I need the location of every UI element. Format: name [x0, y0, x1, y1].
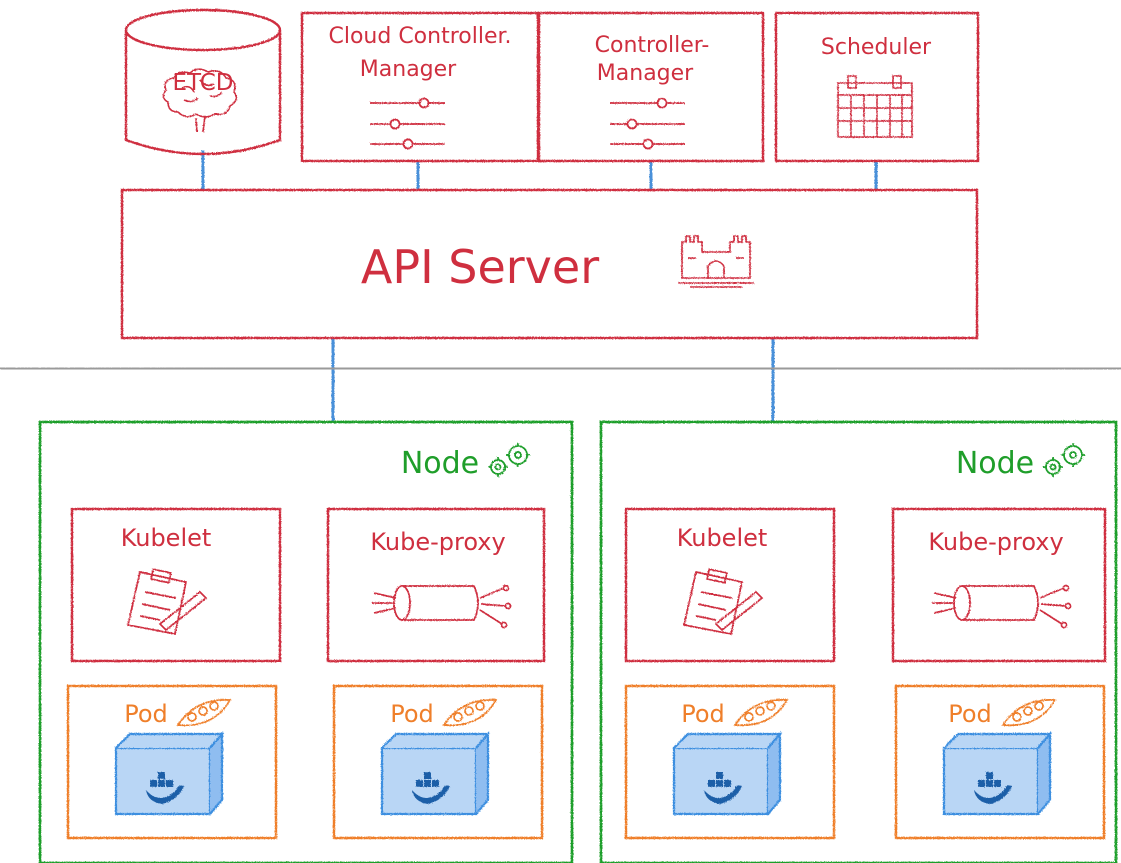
kubelet-label: Kubelet	[121, 524, 212, 552]
gears-icon	[488, 443, 530, 477]
controller-manager-box	[537, 11, 765, 163]
node-box	[599, 420, 1118, 863]
scheduler-box	[774, 11, 980, 163]
peapod-icon	[442, 699, 498, 727]
pod-label: Pod	[681, 700, 725, 728]
etcd-component	[124, 8, 282, 156]
kube-proxy-label: Kube-proxy	[370, 528, 505, 556]
pod: Pod	[624, 684, 836, 840]
etcd-label: ETCD	[172, 70, 233, 96]
node-label: Node	[956, 446, 1034, 481]
pod: Pod	[332, 684, 544, 840]
sliders-icon	[370, 97, 445, 150]
gears-icon	[1043, 443, 1085, 477]
clipboard-icon	[682, 568, 764, 635]
controller-manager-label-line1: Controller-	[595, 33, 710, 58]
peapod-icon	[176, 699, 232, 727]
brain-icon	[162, 68, 238, 133]
node-label: Node	[401, 446, 479, 481]
docker-container-icon	[380, 731, 491, 816]
pod-label: Pod	[948, 700, 992, 728]
clipboard-icon	[126, 568, 208, 635]
node-box	[38, 420, 574, 863]
network-divider	[0, 366, 1121, 371]
controller-manager-label-line2: Manager	[597, 61, 694, 86]
pod-box	[894, 684, 1106, 840]
kubelet-box	[624, 507, 836, 663]
docker-container-icon	[114, 731, 225, 816]
control-plane	[120, 8, 980, 340]
api-server-box	[120, 188, 979, 340]
kube-proxy-box	[891, 507, 1107, 663]
calendar-icon	[837, 75, 913, 138]
worker-node: Node Kubelet Kube-proxy	[599, 420, 1118, 863]
pod: Pod	[894, 684, 1106, 840]
kubelet-label: Kubelet	[677, 524, 768, 552]
kube-proxy-label: Kube-proxy	[928, 528, 1063, 556]
control-plane-labels: ETCD Cloud Controller. Manager Controlle…	[172, 24, 932, 294]
scheduler-label: Scheduler	[821, 35, 932, 60]
worker-node: Node Kubelet Kube-proxy	[38, 420, 574, 863]
cloud-controller-manager-label-line1: Cloud Controller.	[328, 24, 511, 49]
castle-icon	[678, 235, 754, 288]
sliders-icon	[610, 97, 685, 150]
connectors	[201, 150, 878, 422]
api-server-label: API Server	[361, 240, 599, 294]
pod-label: Pod	[124, 700, 168, 728]
peapod-icon	[733, 699, 789, 727]
proxy-pipe-icon	[372, 584, 512, 629]
cloud-controller-manager-label-line2: Manager	[360, 57, 457, 82]
docker-container-icon	[672, 731, 783, 816]
proxy-pipe-icon	[932, 584, 1072, 629]
pod-box	[332, 684, 544, 840]
peapod-icon	[1001, 699, 1057, 727]
kubelet-box	[70, 507, 282, 663]
pod-label: Pod	[390, 700, 434, 728]
pod-box	[624, 684, 836, 840]
pod: Pod	[66, 684, 278, 840]
pod-box	[66, 684, 278, 840]
docker-container-icon	[942, 731, 1053, 816]
kube-proxy-box	[326, 507, 546, 663]
